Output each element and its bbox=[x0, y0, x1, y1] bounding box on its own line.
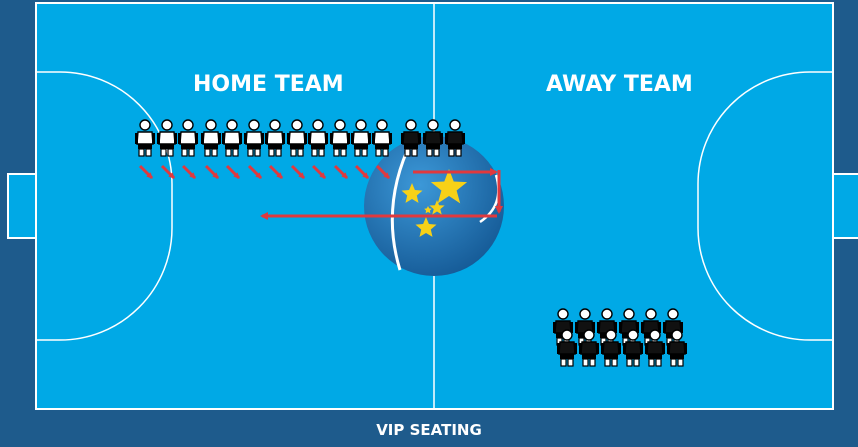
home-team-row bbox=[135, 120, 465, 156]
vip-seating-label: VIP SEATING bbox=[0, 421, 858, 439]
home-team-label: HOME TEAM bbox=[193, 72, 344, 97]
away-team-label: AWAY TEAM bbox=[546, 72, 693, 97]
left-goal-box bbox=[8, 174, 36, 238]
right-goal-box bbox=[833, 174, 858, 238]
